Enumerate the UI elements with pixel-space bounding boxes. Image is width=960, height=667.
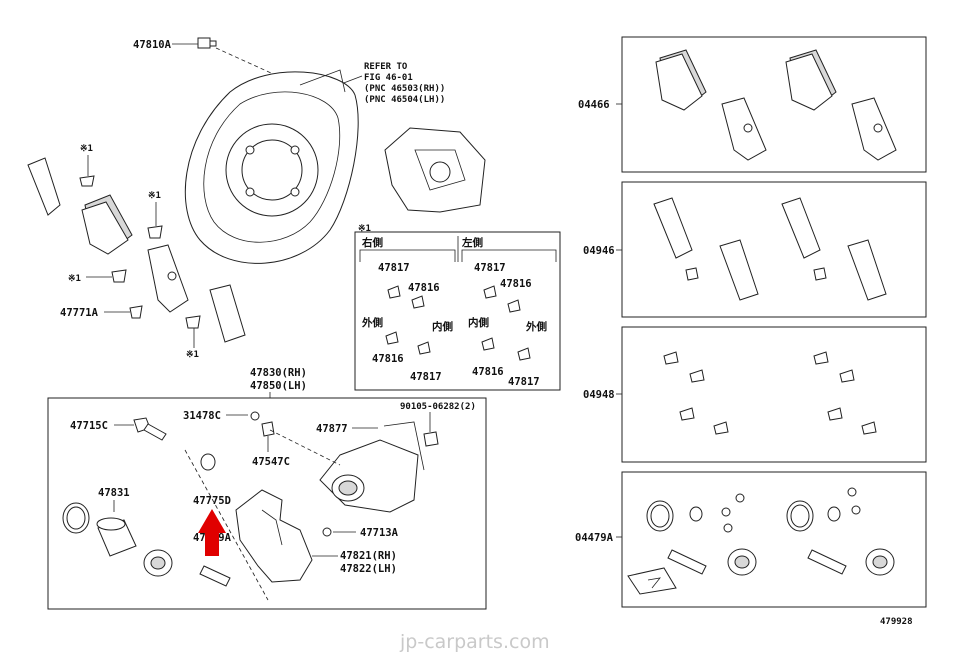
refer-text-2: FIG 46-01: [364, 73, 413, 83]
inset-mark: ※1: [358, 224, 371, 234]
inset-47817-lh-bot: 47817: [508, 376, 540, 388]
caliper-mounting-bracket: [235, 489, 313, 583]
label-04946: 04946: [583, 245, 615, 257]
kit-box-04948: [621, 326, 927, 463]
anti-squeal-shim-left: [27, 157, 61, 216]
label-04479A: 04479A: [575, 532, 614, 544]
kit-box-04946: [621, 181, 927, 318]
inset-rh: 右側: [361, 236, 383, 249]
brake-pad-right: [147, 244, 189, 313]
inset-clip-6: [417, 341, 431, 355]
clip-d: [185, 315, 201, 329]
label-04948: 04948: [583, 389, 615, 401]
label-47822: 47822(LH): [340, 563, 397, 575]
bolt-47810A: [197, 37, 217, 49]
inset-clip-5: [385, 331, 399, 345]
inset-47816-rh-bot: 47816: [372, 353, 404, 365]
caliper-assembly-box: [47, 397, 487, 610]
inset-outer-lh: 外側: [525, 320, 547, 333]
bleeder-cap-31478C: [250, 411, 260, 421]
highlight-arrow: [198, 509, 226, 556]
guide-pin-lower: [199, 565, 231, 587]
kit-04479A-seals: [627, 487, 895, 595]
bushing-47775D: [200, 453, 216, 471]
label-47775D: 47775D: [193, 495, 231, 507]
inset-47817-rh-top: 47817: [378, 262, 410, 274]
inset-lh: 左側: [461, 236, 483, 249]
watermark: jp-carparts.com: [399, 631, 550, 653]
label-47877: 47877: [316, 423, 348, 435]
caliper-reference: [384, 127, 486, 213]
inset-clip-7: [481, 337, 495, 351]
piston: [96, 517, 137, 557]
refer-text-3: (PNC 46503(RH)): [364, 84, 445, 94]
label-47830: 47830(RH): [250, 367, 307, 379]
refer-text-4: (PNC 46504(LH)): [364, 95, 445, 105]
label-47771A: 47771A: [60, 307, 99, 319]
anti-squeal-shim-right: [209, 284, 246, 343]
kit-04948-clips: [663, 351, 877, 435]
note-mark-1: ※1: [80, 144, 93, 154]
kit-box-04479A: [621, 471, 927, 608]
bolt-90105: [423, 431, 439, 447]
clip-c: [111, 269, 127, 283]
clip-a: [79, 175, 95, 187]
label-47831: 47831: [98, 487, 130, 499]
kit-04946-shims: [653, 197, 887, 301]
piston-seal-ring: [62, 502, 90, 534]
kit-04466-pads: [655, 49, 897, 161]
inset-inner-rh: 内側: [432, 320, 453, 333]
clip-b: [147, 225, 163, 239]
brake-pad-left: [81, 194, 133, 255]
figure-number: 479928: [880, 617, 913, 627]
label-04466: 04466: [578, 99, 610, 111]
refer-text-1: REFER TO: [364, 62, 408, 72]
inset-box: [354, 231, 561, 391]
label-47821: 47821(RH): [340, 550, 397, 562]
inset-47817-rh-bot: 47817: [410, 371, 442, 383]
inset-clip-1: [387, 285, 401, 299]
label-47850: 47850(LH): [250, 380, 307, 392]
label-47810A: 47810A: [133, 39, 172, 51]
bleeder-plug-47547C: [261, 421, 275, 437]
label-31478C: 31478C: [183, 410, 221, 422]
label-90105: 90105-06282(2): [400, 402, 476, 412]
inset-outer-rh: 外側: [361, 316, 383, 329]
inset-47816-rh-top: 47816: [408, 282, 440, 294]
piston-boot: [143, 549, 173, 577]
inset-clip-8: [517, 347, 531, 361]
bolt-47713A: [322, 527, 332, 537]
inset-inner-lh: 内側: [468, 316, 489, 329]
inset-clip-2: [411, 295, 425, 309]
label-47715C: 47715C: [70, 420, 108, 432]
inset-47816-lh-bot: 47816: [472, 366, 504, 378]
dust-shield: [184, 69, 359, 264]
inset-clip-4: [507, 299, 521, 313]
label-47713A: 47713A: [360, 527, 399, 539]
kit-box-04466: [621, 36, 927, 173]
note-mark-3: ※1: [68, 274, 81, 284]
inset-clip-3: [483, 285, 497, 299]
label-47547C: 47547C: [252, 456, 290, 468]
inset-47816-lh-top: 47816: [500, 278, 532, 290]
note-mark-4: ※1: [186, 350, 199, 360]
clip-47771A: [129, 305, 143, 319]
guide-pin-47715C: [133, 417, 167, 441]
note-mark-2: ※1: [148, 191, 161, 201]
caliper-cylinder-47877: [319, 421, 425, 513]
inset-47817-lh-top: 47817: [474, 262, 506, 274]
